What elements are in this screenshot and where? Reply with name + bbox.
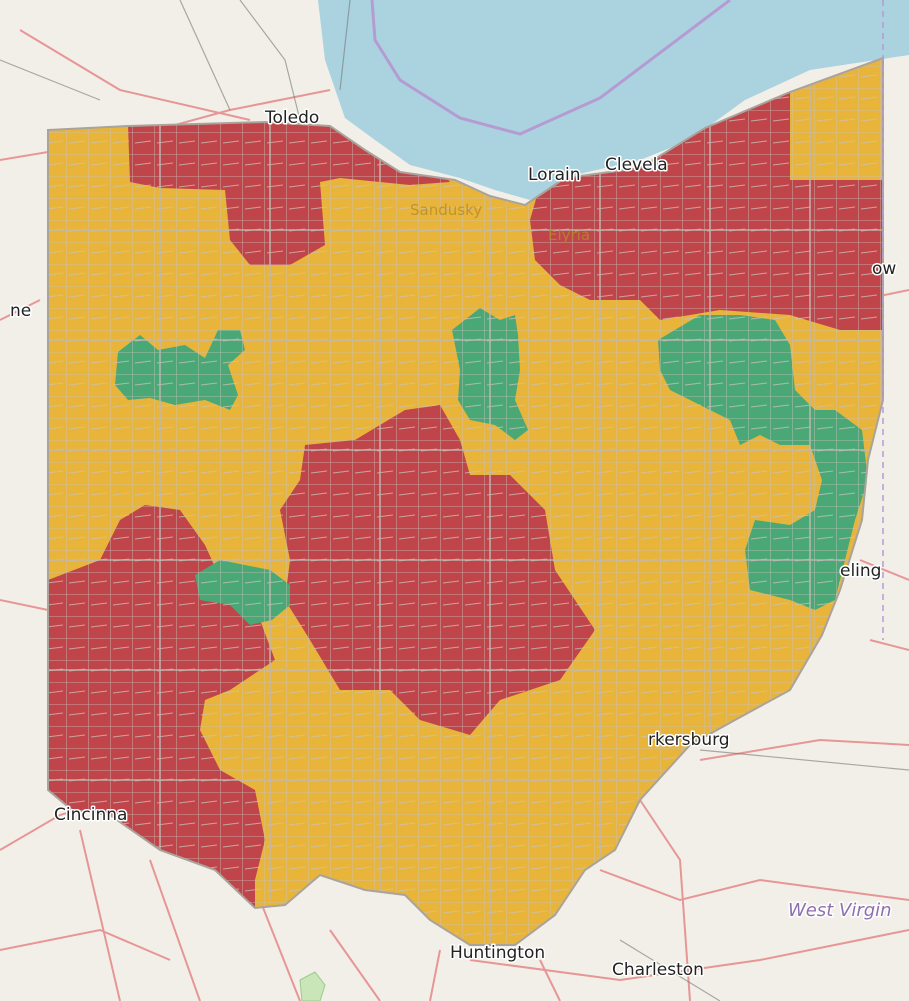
county-boundaries [48, 80, 883, 945]
city-label-charleston: Charleston [612, 960, 704, 980]
city-label-sandusky: Sandusky [410, 201, 482, 219]
international-border [370, 0, 731, 136]
city-label-cincinnati: Cincinna [54, 805, 127, 825]
park-area [299, 971, 326, 1001]
city-label-parkersburg: rkersburg [648, 730, 730, 750]
ohio-outline [47, 56, 884, 946]
city-label-lorain: Lorain [528, 165, 580, 185]
state-label-west-virginia: West Virgin [788, 900, 892, 921]
city-label-edge-right: ow [872, 259, 896, 279]
lake-erie [318, 0, 909, 200]
city-label-wheeling: eling [840, 561, 881, 581]
city-label-huntington: Huntington [450, 943, 545, 963]
city-label-toledo: Toledo [264, 108, 319, 128]
city-label-edge-left: ne [10, 301, 31, 321]
city-label-cleveland: Clevela [605, 155, 668, 175]
city-label-elyria: Elyria [548, 226, 590, 244]
